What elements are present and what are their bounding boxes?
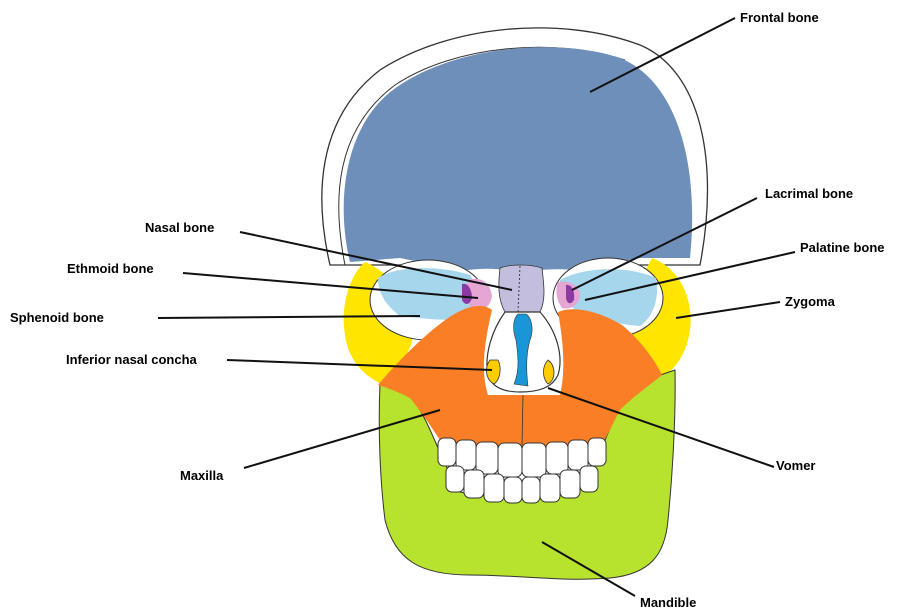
- label-mandible: Mandible: [640, 595, 696, 610]
- label-nasal-bone: Nasal bone: [145, 220, 214, 235]
- label-inferior-nasal-concha: Inferior nasal concha: [66, 352, 198, 367]
- label-maxilla: Maxilla: [180, 468, 224, 483]
- label-frontal-bone: Frontal bone: [740, 10, 819, 25]
- label-zygoma: Zygoma: [785, 294, 836, 309]
- label-ethmoid-bone: Ethmoid bone: [67, 261, 154, 276]
- label-palatine-bone: Palatine bone: [800, 240, 885, 255]
- leader-zygoma: [676, 302, 780, 318]
- label-vomer: Vomer: [776, 458, 816, 473]
- label-lacrimal-bone: Lacrimal bone: [765, 186, 853, 201]
- label-sphenoid-bone: Sphenoid bone: [10, 310, 104, 325]
